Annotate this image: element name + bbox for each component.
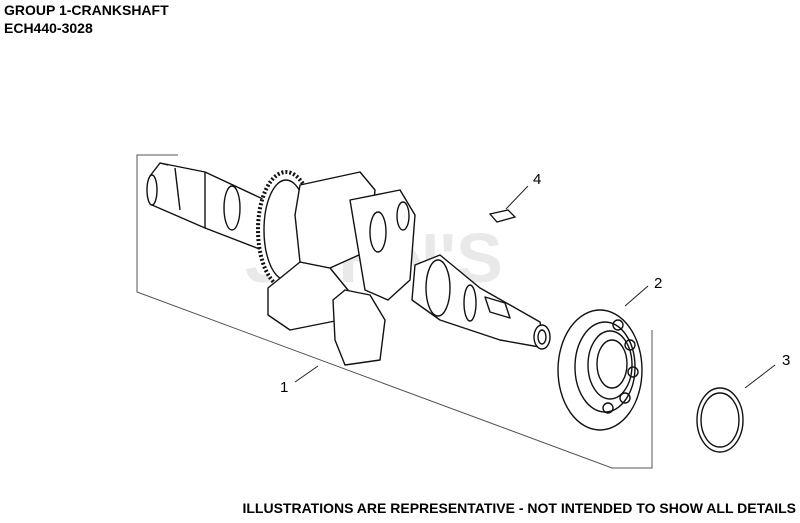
disclaimer-footer: ILLUSTRATIONS ARE REPRESENTATIVE - NOT I… [242, 500, 796, 516]
retaining-ring[interactable] [696, 387, 744, 453]
callout-2: 2 [654, 275, 662, 292]
leader-lines [294, 185, 776, 389]
callout-3: 3 [782, 352, 790, 369]
model-code: ECH440-3028 [4, 20, 93, 36]
callout-1: 1 [280, 379, 288, 396]
key[interactable] [488, 209, 517, 223]
crankshaft[interactable] [146, 162, 551, 366]
group-title: GROUP 1-CRANKSHAFT [4, 2, 169, 18]
group-bracket [136, 154, 653, 469]
bearing[interactable] [557, 309, 643, 431]
callout-4: 4 [533, 171, 541, 188]
